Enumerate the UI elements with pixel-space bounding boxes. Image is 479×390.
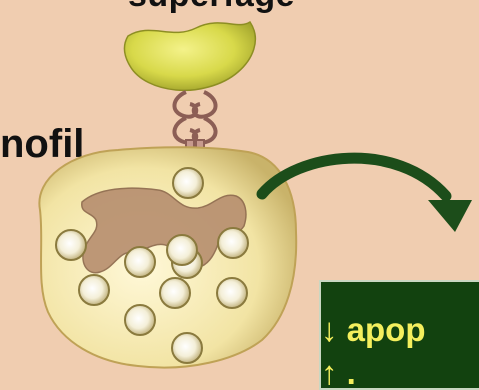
result-line-apoptosis: ↓ apop — [321, 311, 426, 349]
antigen-shape — [124, 22, 255, 90]
granule — [218, 228, 248, 258]
granule — [56, 230, 86, 260]
granule — [173, 168, 203, 198]
granule — [167, 235, 197, 265]
granule — [172, 333, 202, 363]
result-line-2: ↑ . — [321, 354, 356, 390]
granule — [217, 278, 247, 308]
granule — [79, 275, 109, 305]
granule — [160, 278, 190, 308]
granule — [125, 305, 155, 335]
granule — [125, 247, 155, 277]
result-box: ↓ apop ↑ . — [319, 280, 479, 390]
